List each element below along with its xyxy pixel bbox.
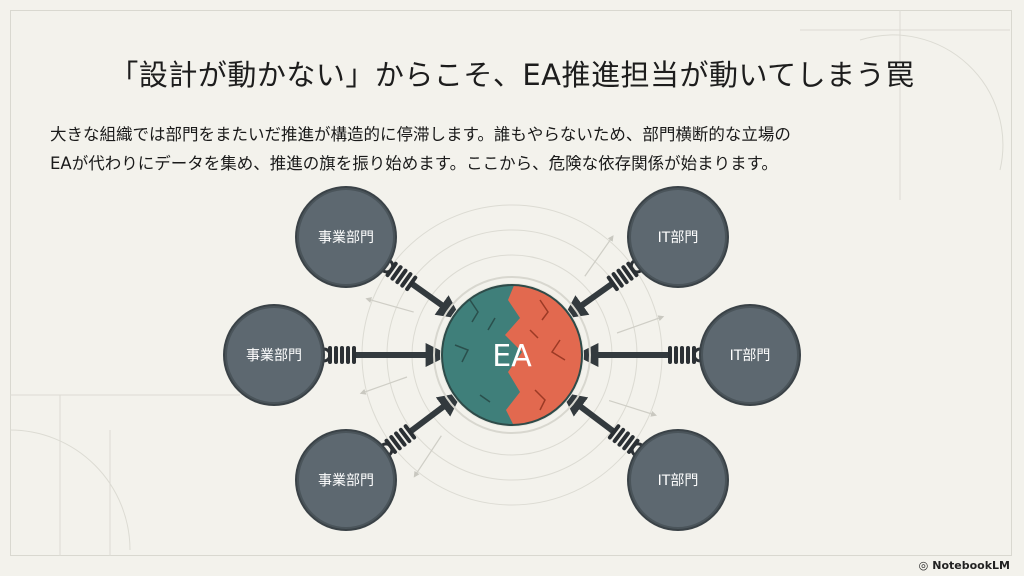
brand-label: NotebookLM [932,559,1010,572]
node-label: IT部門 [730,348,771,364]
center-label: EA [492,339,532,374]
faint-arrow [616,315,665,334]
dependency-arrow [408,392,463,435]
ea-sphere: EA [433,276,591,434]
faint-arrow [413,435,442,478]
faint-arrows [359,235,665,478]
connectors [316,258,708,458]
node-label: 事業部門 [318,473,374,489]
business-dept-node: 事業部門 [295,186,397,288]
description: 大きな組織では部門をまたいだ推進が構造的に停滞します。誰もやらないため、部門横断… [50,120,990,178]
description-line: 大きな組織では部門をまたいだ推進が構造的に停滞します。誰もやらないため、部門横断… [50,125,791,144]
faint-arrow [365,297,414,313]
faint-arrow [359,376,408,395]
notebooklm-logo-icon: ◎ [918,559,929,572]
node-label: 事業部門 [318,230,374,246]
it-dept-node: IT部門 [627,186,729,288]
slide-frame [10,10,1012,556]
it-dept-node: IT部門 [627,429,729,531]
node-label: IT部門 [658,473,699,489]
brand: ◎ NotebookLM [919,559,1010,572]
faint-arrow [584,235,614,277]
rope-coil [607,424,646,458]
dependency-arrow [409,280,462,319]
business-dept-node: 事業部門 [295,429,397,531]
node-label: IT部門 [658,230,699,246]
faint-arrow [608,400,657,417]
dependency-arrow [561,392,616,435]
it-dept-node: IT部門 [699,304,801,406]
page-title: 「設計が動かない」からこそ、EA推進担当が動いてしまう罠 [109,58,915,92]
node-label: 事業部門 [246,348,302,364]
dependency-arrow [562,280,615,319]
business-dept-node: 事業部門 [223,304,325,406]
description-line: EAが代わりにデータを集め、推進の旗を振り始めます。ここから、危険な依存関係が始… [50,154,778,173]
